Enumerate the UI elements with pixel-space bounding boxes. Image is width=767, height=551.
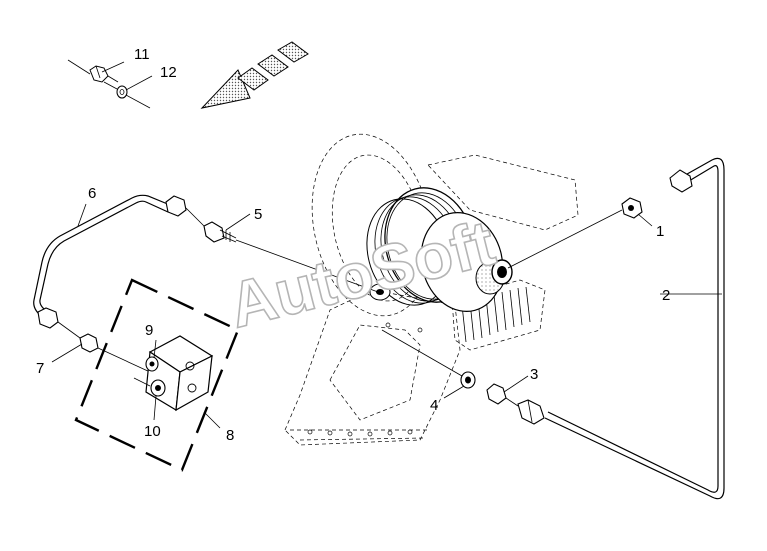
- pipe-6: [33, 194, 171, 319]
- drum-fitting-icon: [491, 259, 513, 285]
- callout-7: 7: [36, 360, 44, 377]
- pipe-2-nut-upper-icon: [669, 169, 693, 193]
- fitting-1-icon: [621, 197, 643, 219]
- nut-3-icon: [486, 383, 507, 405]
- plug-9-icon: [145, 356, 159, 372]
- callout-2: 2: [662, 287, 670, 304]
- pipe-6-nut-upper-icon: [165, 195, 187, 217]
- adapter-5-icon: [185, 207, 237, 243]
- pipe-2: [544, 157, 725, 500]
- leader-lines: [51, 61, 722, 429]
- washer-12-icon: [103, 81, 151, 109]
- fitting-1-leader: [507, 209, 623, 269]
- callout-3: 3: [530, 366, 538, 383]
- motor-drum: [366, 187, 505, 312]
- callout-9: 9: [145, 322, 153, 339]
- callout-1: 1: [656, 223, 664, 240]
- plug-10-icon: [133, 377, 166, 397]
- adapter-5-axis-line: [235, 239, 379, 293]
- callout-6: 6: [88, 185, 96, 202]
- callout-10: 10: [144, 423, 161, 440]
- pipe-2-nut-lower-icon: [517, 399, 545, 425]
- callout-12: 12: [160, 64, 177, 81]
- valve-block-8: [145, 335, 214, 412]
- nut-11-icon: [67, 59, 119, 83]
- callout-11: 11: [134, 46, 150, 63]
- callout-8: 8: [226, 427, 234, 444]
- callout-4: 4: [430, 397, 438, 414]
- watermark-text: AutoSoft: [222, 206, 502, 341]
- fitting-axis-line: [381, 329, 463, 377]
- pipe-6-nut-lower-icon: [37, 307, 59, 329]
- washer-4-icon: [460, 371, 476, 389]
- nut-7-icon: [57, 321, 151, 373]
- orientation-arrow-icon: [200, 41, 309, 109]
- valve-assembly-frame-8: [74, 278, 240, 472]
- callout-5: 5: [254, 206, 262, 223]
